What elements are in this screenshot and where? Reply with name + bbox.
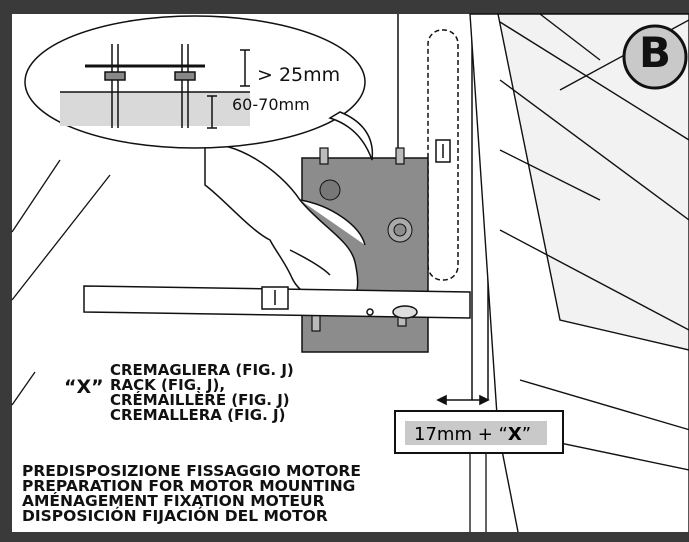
rack-label-es: CREMALLERA (FIG. J) [110,406,286,424]
hand-drawing [204,143,366,303]
rack-gap-box: 17mm + “X” [394,410,564,454]
rack-label-fr: CRÉMAILLÈRE (FIG. J) [110,391,290,409]
rack-label-it: CREMAGLIERA (FIG. J) [110,361,294,379]
caption: PREDISPOSIZIONE FISSAGGIO MOTORE PREPARA… [22,462,361,525]
rack-gap-base: 17mm + [414,424,499,445]
rack-symbol: “X” [64,376,104,398]
caption-fr: AMÉNAGEMENT FIXATION MOTEUR [22,492,325,510]
detail-callout [24,15,374,161]
badge-letter: B [638,28,671,77]
rack-gap-symbol: X [507,424,522,445]
rack-gap-text: 17mm + “X” [414,424,532,445]
embed-depth-measurement: 60-70mm [232,95,310,114]
frame-bottom [12,532,689,542]
horizontal-spirit-level [83,285,471,319]
caption-it: PREDISPOSIZIONE FISSAGGIO MOTORE [22,462,361,480]
vertical-spirit-level [427,29,459,281]
gap-dimension-arrow [436,394,490,406]
rack-labels: CREMAGLIERA (FIG. J) RACK (FIG. J), CRÉM… [110,363,294,423]
rack-label-en: RACK (FIG. J), [110,376,226,394]
caption-en: PREPARATION FOR MOTOR MOUNTING [22,477,356,495]
rack-gap-highlight [405,421,547,445]
section-badge [622,24,688,90]
clearance-measurement: > 25mm [257,64,341,86]
caption-es: DISPOSICIÓN FIJACIÓN DEL MOTOR [22,507,328,525]
